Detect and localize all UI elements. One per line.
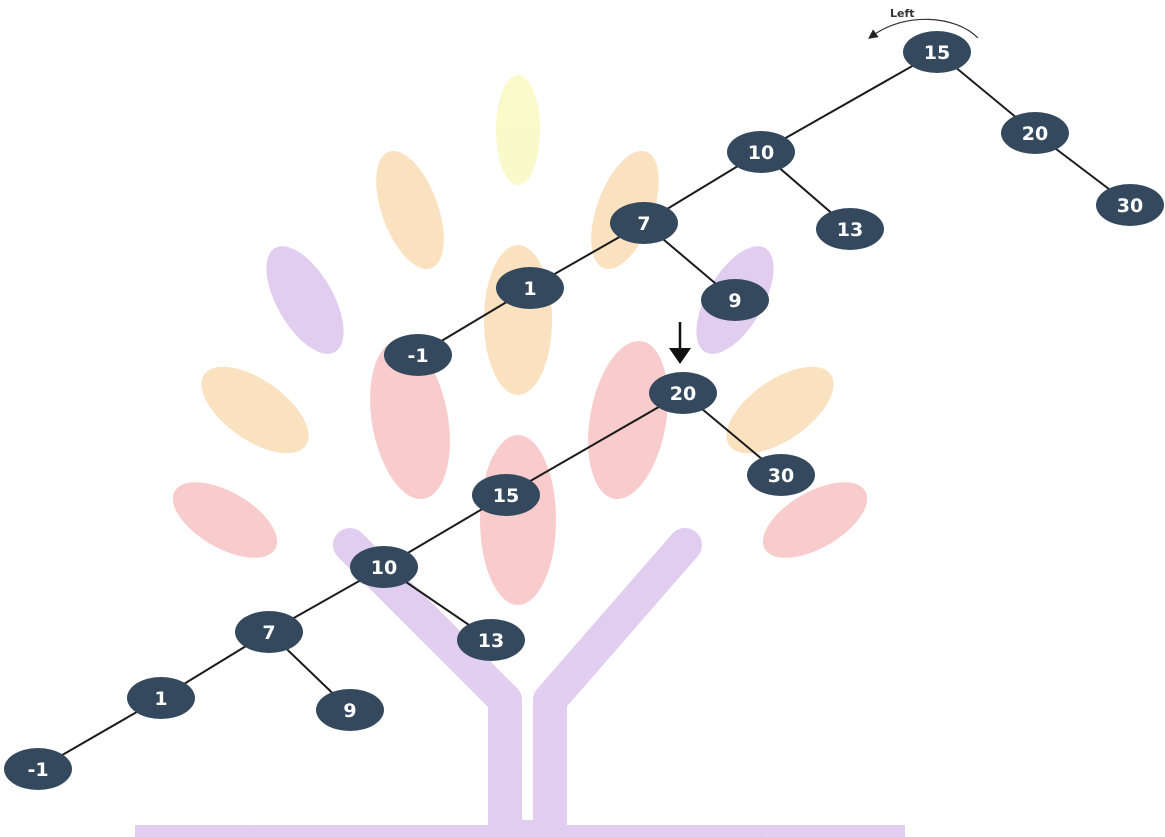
tree-node: 13: [816, 208, 884, 250]
node-label: -1: [27, 759, 48, 781]
tree-node: 15: [472, 474, 540, 516]
tree-node: 1: [127, 677, 195, 719]
tree-node: 30: [747, 454, 815, 496]
node-label: 1: [523, 278, 536, 300]
tree-node: -1: [4, 748, 72, 790]
tree-edge: [505, 392, 684, 496]
tree-edge: [760, 51, 938, 153]
node-label: 9: [728, 290, 741, 312]
node-label: 9: [343, 700, 356, 722]
tree-node: 20: [649, 372, 717, 414]
tree-node: -1: [384, 334, 452, 376]
node-circle: [747, 454, 815, 496]
node-circle: [701, 279, 769, 321]
watermark-leaf: [588, 340, 668, 500]
node-label: 10: [371, 557, 397, 579]
node-label: 7: [637, 213, 650, 235]
tree-node: 10: [350, 546, 418, 588]
watermark-base: [135, 825, 905, 837]
watermark-leaf: [370, 340, 450, 500]
watermark-leaf: [496, 75, 540, 185]
node-label: 30: [1117, 195, 1143, 217]
tree-node: 15: [903, 31, 971, 73]
node-label: 15: [924, 42, 950, 64]
rotation-annotation: Left: [868, 7, 979, 39]
node-circle: [649, 372, 717, 414]
tree-node: 7: [610, 202, 678, 244]
tree-node: 9: [701, 279, 769, 321]
watermark-leaf: [726, 366, 834, 454]
node-circle: [235, 611, 303, 653]
node-circle: [727, 131, 795, 173]
watermark-trunk: [333, 528, 702, 837]
curved-arrow-left-icon: [868, 18, 979, 39]
tree-edges: [37, 51, 1131, 770]
node-label: 20: [1022, 123, 1048, 145]
node-label: 30: [768, 465, 794, 487]
tree-node: 13: [457, 619, 525, 661]
watermark-leaf: [266, 246, 344, 354]
node-circle: [4, 748, 72, 790]
watermark-leaf: [172, 482, 278, 558]
tree-node: 10: [727, 131, 795, 173]
node-circle: [316, 689, 384, 731]
node-circle: [496, 267, 564, 309]
node-label: 13: [837, 219, 863, 241]
node-circle: [610, 202, 678, 244]
node-circle: [903, 31, 971, 73]
tree-nodes: 15 20 30 10 13 7 9 1 -1 20 30 15 10 13 7 9 1 -1: [4, 31, 1164, 790]
tree-node: 20: [1001, 112, 1069, 154]
watermark-leaf: [376, 150, 444, 270]
watermark-leaf: [762, 482, 868, 558]
tree-node: 1: [496, 267, 564, 309]
node-circle: [384, 334, 452, 376]
node-label: 10: [748, 142, 774, 164]
tree-node: 9: [316, 689, 384, 731]
node-label: 13: [478, 630, 504, 652]
node-circle: [472, 474, 540, 516]
node-label: -1: [407, 345, 428, 367]
watermark-leaf: [201, 366, 309, 454]
node-circle: [1001, 112, 1069, 154]
down-arrow-icon: [669, 322, 691, 364]
node-label: 15: [493, 485, 519, 507]
node-circle: [1096, 184, 1164, 226]
tree-node: 30: [1096, 184, 1164, 226]
node-circle: [350, 546, 418, 588]
rotation-direction-label: Left: [890, 7, 915, 20]
node-label: 7: [262, 622, 275, 644]
node-circle: [127, 677, 195, 719]
node-circle: [457, 619, 525, 661]
tree-node: 7: [235, 611, 303, 653]
node-label: 20: [670, 383, 696, 405]
node-circle: [816, 208, 884, 250]
node-label: 1: [154, 688, 167, 710]
